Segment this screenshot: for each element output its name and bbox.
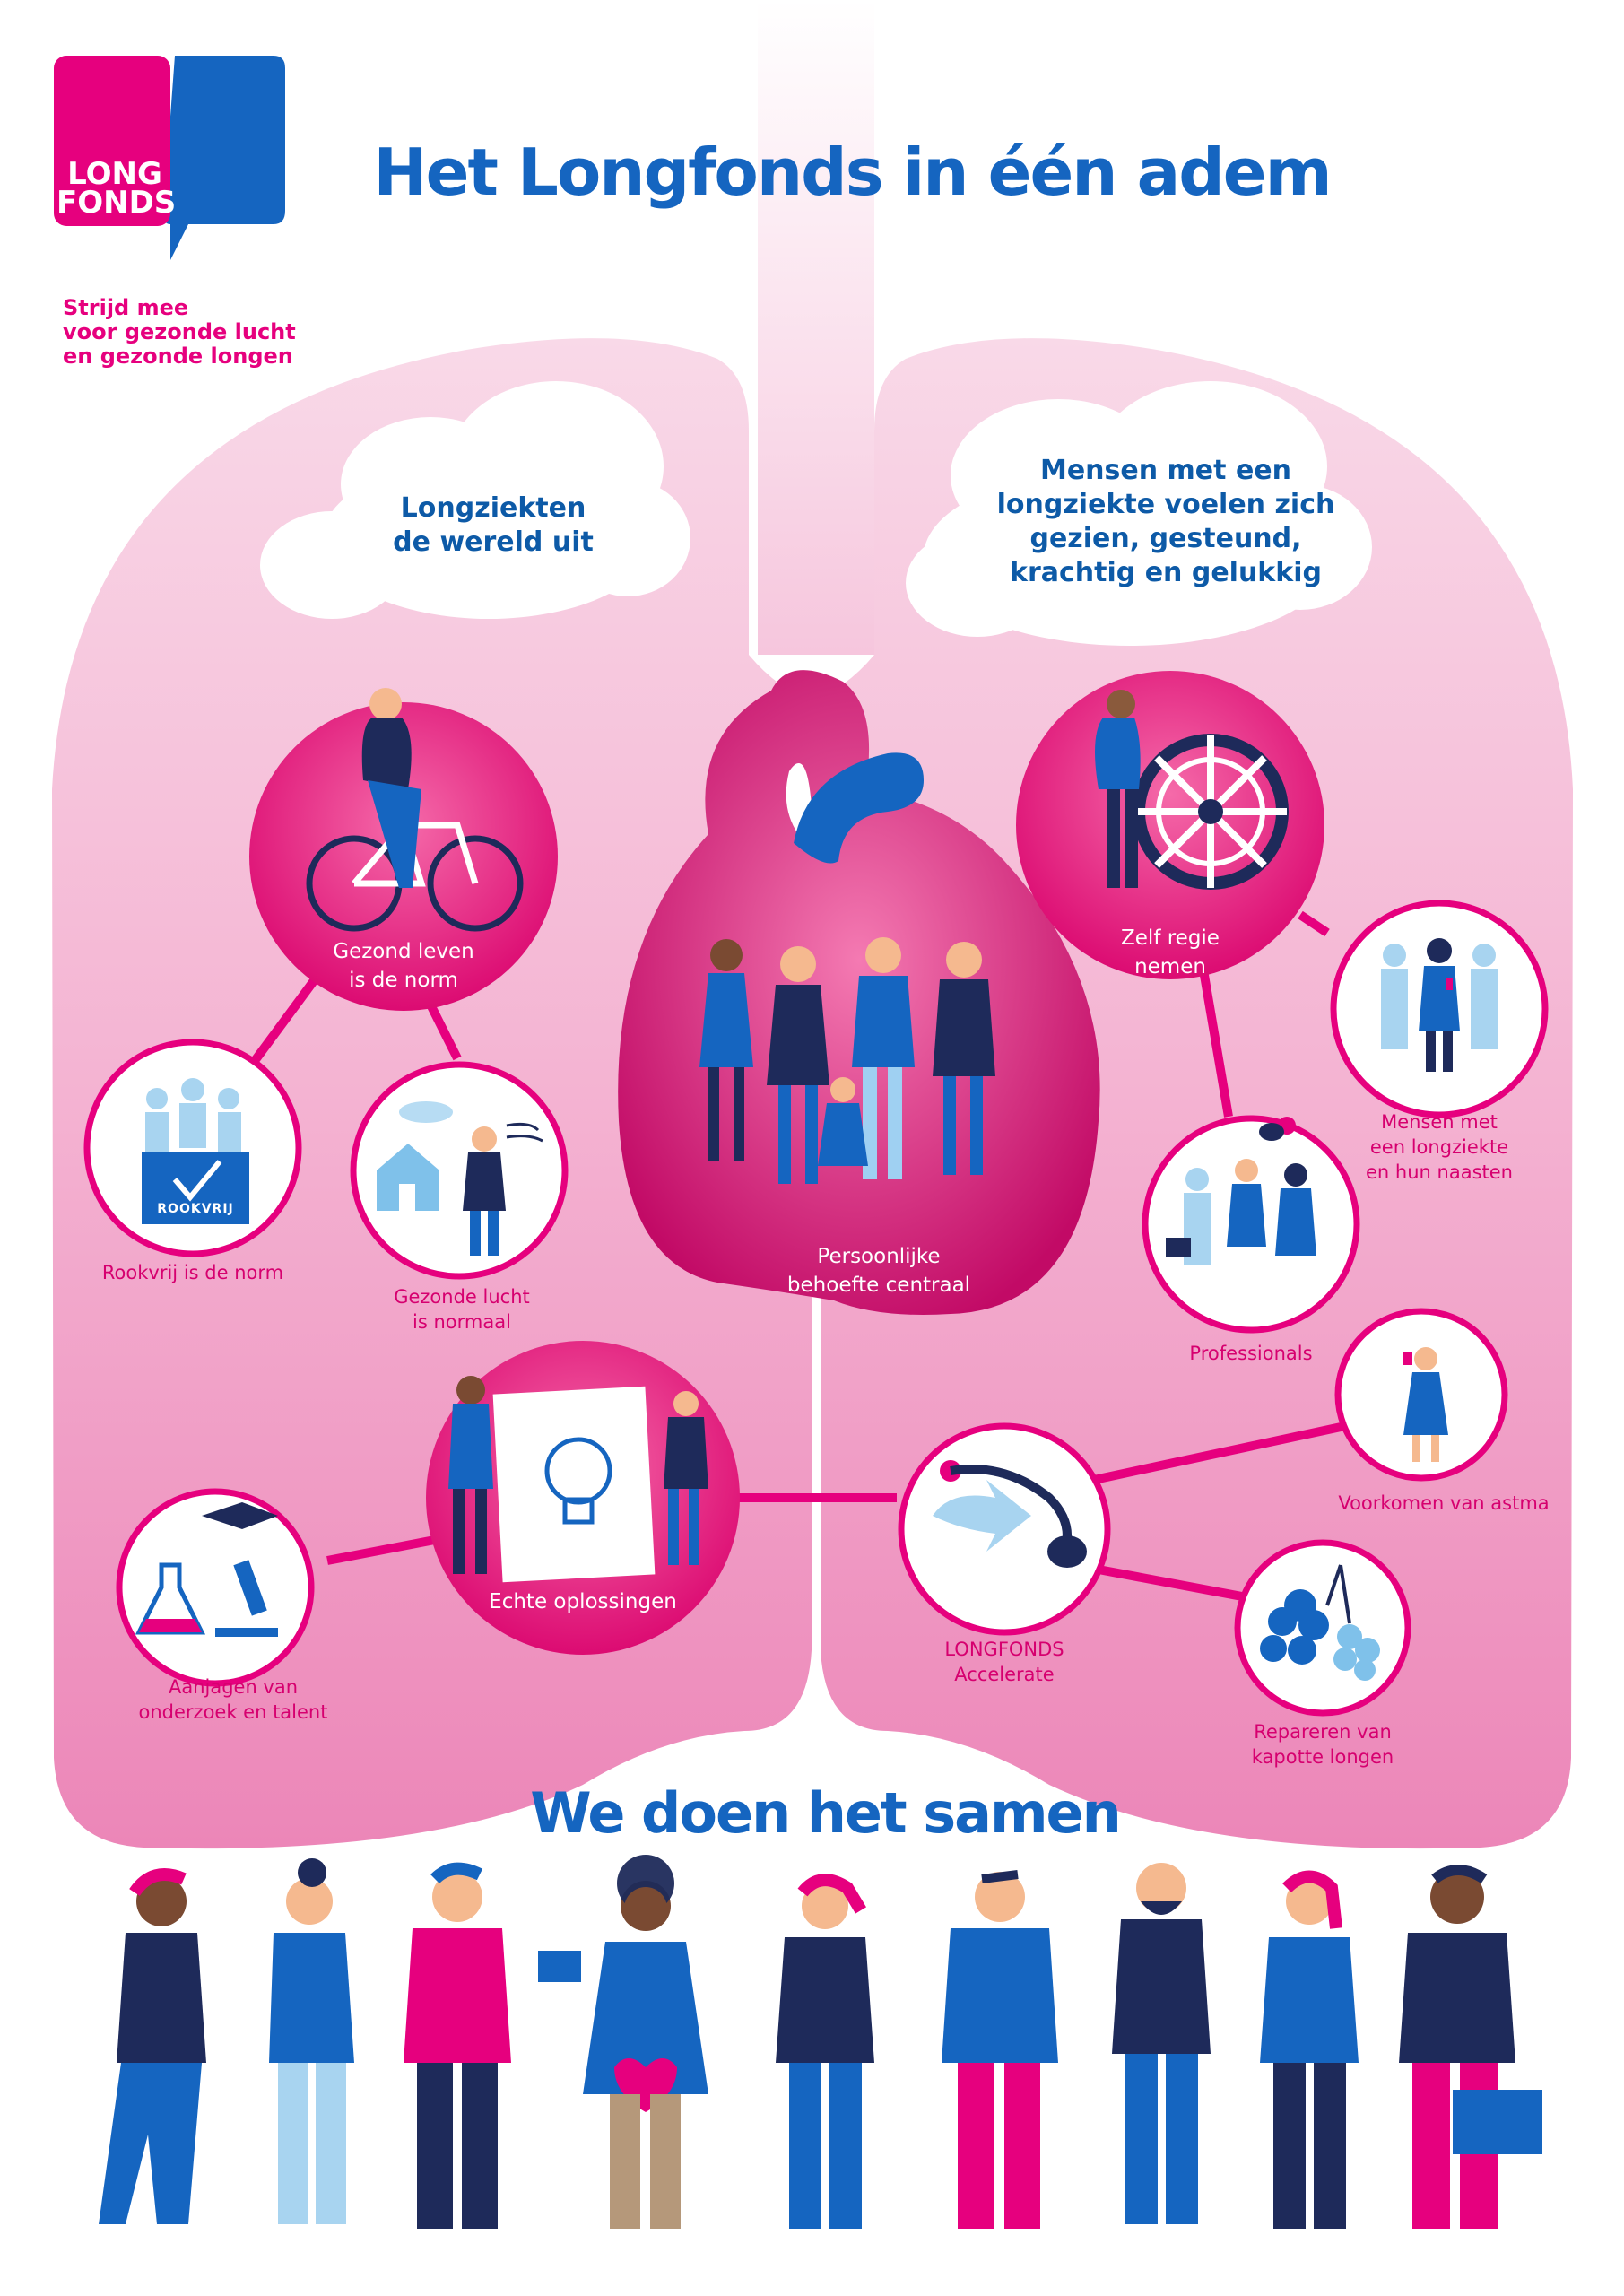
label-line: Repareren van [1254,1721,1392,1743]
cloud-left-text: Longziekten de wereld uit [350,491,637,560]
cloud-left-line: de wereld uit [393,526,594,558]
label-line: Echte oplossingen [489,1590,677,1613]
family-icon [699,937,995,1184]
bottom-heading: We doen het samen [530,1780,1122,1846]
child-inhaler-icon [1403,1347,1448,1462]
label-line: een longziekte [1369,1136,1509,1158]
label-gezonde-lucht: Gezonde lucht is normaal [350,1284,574,1335]
label-mensen: Mensen met een longziekte en hun naasten [1327,1109,1551,1185]
label-line: is de norm [349,969,458,992]
microscope-icon [135,1502,278,1637]
label-line: is normaal [413,1311,511,1333]
people-group-icon [1381,938,1498,1072]
accelerate-arrow-icon [933,1460,1087,1568]
tagline: Strijd mee voor gezonde lucht en gezonde… [63,296,368,369]
rookvrij-icon [142,1078,249,1224]
cyclist-icon [361,688,421,888]
label-line: Persoonlijke [817,1245,941,1268]
page-title: Het Longfonds in één adem [373,135,1332,210]
cloud-right-line: Mensen met een [1039,455,1291,486]
captain-icon [1095,690,1141,888]
house-icon [377,1101,453,1211]
label-persoonlijke: Persoonlijke behoefte centraal [744,1242,1013,1300]
breathing-man-icon [463,1122,543,1256]
longfonds-logo [54,56,285,260]
label-echte-oplossingen: Echte oplossingen [466,1587,699,1616]
cloud-right-line: krachtig en gelukkig [1010,557,1322,588]
lightbulb-board-icon [492,1386,656,1583]
tagline-line: voor gezonde lucht [63,319,296,344]
label-line: Professionals [1189,1343,1313,1364]
label-aanjagen: Aanjagen van onderzoek en talent [108,1674,359,1725]
label-line: LONGFONDS [944,1639,1064,1660]
label-line: Aanjagen van [168,1676,299,1698]
label-line: Accelerate [954,1664,1055,1685]
label-line: Voorkomen van astma [1338,1492,1550,1514]
logo-line-1: LONG [67,156,162,192]
label-professionals: Professionals [1157,1341,1345,1366]
cloud-right-line: longziekte voelen zich [996,489,1335,520]
cloud-left-line: Longziekten [400,492,586,524]
trachea [758,0,874,655]
label-accelerate: LONGFONDS Accelerate [906,1637,1103,1687]
label-line: Gezonde lucht [394,1286,530,1308]
satellite-aanjagen [116,1488,315,1687]
cloud-right-line: gezien, gesteund, [1029,523,1302,554]
tagline-line: en gezonde longen [63,344,293,369]
cloud-left [260,381,690,619]
label-line: en hun naasten [1366,1161,1513,1183]
label-gezond-leven: Gezond leven is de norm [296,937,511,995]
tagline-line: Strijd mee [63,295,189,320]
label-repareren: Repareren van kapotte longen [1220,1719,1426,1770]
ship-wheel-icon [1133,734,1289,890]
rookvrij-sign-text: ROOKVRIJ [157,1202,234,1216]
logo-line-2: FONDS [56,185,177,221]
label-line: behoefte centraal [786,1274,971,1297]
label-line: onderzoek en talent [138,1701,328,1723]
cloud-right [906,381,1372,646]
label-rookvrij: Rookvrij is de norm [49,1260,336,1285]
professionals-icon [1166,1117,1316,1265]
label-line: Rookvrij is de norm [101,1262,284,1283]
label-line: Mensen met [1381,1111,1498,1133]
crowd-illustration [99,1855,1542,2229]
label-line: kapotte longen [1251,1746,1394,1768]
connectors [242,910,1347,1601]
label-line: Gezond leven [333,940,474,963]
logo-wordmark: LONG FONDS [56,156,177,221]
label-voorkomen-astma: Voorkomen van astma [1309,1491,1578,1516]
label-line: Zelf regie [1121,926,1220,950]
label-line: nemen [1134,955,1206,978]
cloud-right-text: Mensen met een longziekte voelen zich ge… [968,454,1363,590]
presenters-icon [448,1376,708,1574]
label-zelf-regie: Zelf regie nemen [1090,924,1251,981]
alveoli-icon [1260,1564,1380,1681]
